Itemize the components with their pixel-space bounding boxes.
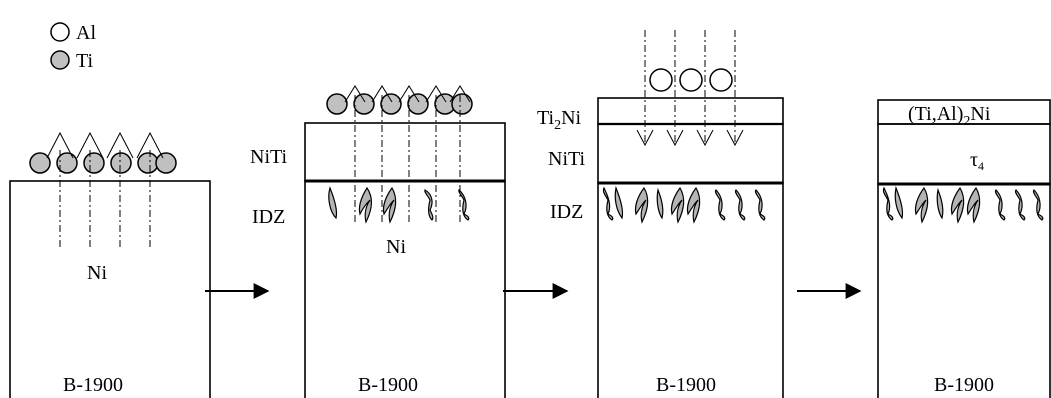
ti-atom-icon — [110, 152, 132, 174]
b1900-label: B-1900 — [63, 374, 123, 396]
ti-al-2ni-prefix: (Ti,Al) — [908, 103, 963, 125]
stage-3: Ti2Ni NiTi IDZ B-1900 — [537, 30, 784, 398]
ti-atom-icon — [380, 93, 402, 115]
ti2ni-layer-label: Ti2Ni — [537, 107, 582, 133]
diffusion-lines — [344, 85, 471, 222]
niti-layer-box — [304, 122, 506, 182]
tau4-prefix: τ — [970, 149, 978, 171]
al-atom-icon — [709, 68, 733, 92]
ti2ni-layer-box — [597, 97, 784, 125]
ti2ni-subscript: 2 — [554, 118, 561, 133]
b1900-label: B-1900 — [934, 374, 994, 396]
stage-4: (Ti,Al)2Ni τ4 B-1900 — [877, 99, 1051, 398]
diffusion-lines — [46, 131, 164, 250]
ti-al-2ni-layer-label: (Ti,Al)2Ni — [908, 103, 991, 129]
al-legend-label: Al — [76, 22, 96, 44]
ti2ni-prefix: Ti — [537, 107, 555, 129]
idz-label: IDZ — [550, 201, 583, 223]
al-atom-icon — [679, 68, 703, 92]
ti-atom-icon — [326, 93, 348, 115]
niti-layer-label: NiTi — [250, 146, 288, 168]
idz-precipitates — [882, 185, 1044, 224]
ti-atoms-row — [326, 93, 473, 115]
niti-layer-box — [597, 123, 784, 184]
ti-al-2ni-suffix: Ni — [970, 103, 990, 125]
ti-atoms-row — [29, 152, 177, 174]
ti-al-2ni-subscript: 2 — [963, 114, 970, 129]
ti-legend-icon — [50, 50, 70, 70]
ti-atom-icon — [83, 152, 105, 174]
ti-legend-label: Ti — [76, 50, 94, 72]
ti2ni-suffix: Ni — [561, 107, 581, 129]
idz-precipitates — [328, 186, 470, 224]
tau4-layer-box — [877, 123, 1051, 185]
ti-atom-icon — [137, 152, 159, 174]
substrate-box — [9, 180, 211, 398]
idz-label: IDZ — [252, 206, 285, 228]
b1900-label: B-1900 — [656, 374, 716, 396]
diffusion-lines — [636, 30, 744, 147]
legend: Al Ti — [50, 22, 96, 72]
ti-atom-icon — [451, 93, 473, 115]
idz-precipitates — [602, 185, 766, 224]
al-atoms-row — [649, 68, 733, 92]
niti-layer-label: NiTi — [548, 148, 586, 170]
al-atom-icon — [649, 68, 673, 92]
ti-al-2ni-layer-box — [877, 99, 1051, 125]
ni-substrate-label: Ni — [386, 236, 406, 258]
stage-2: NiTi IDZ Ni B-1900 — [250, 85, 506, 398]
ti-atom-icon — [155, 152, 177, 174]
b1900-label: B-1900 — [358, 374, 418, 396]
stage-1: Ni B-1900 — [9, 131, 211, 398]
ti-atom-icon — [353, 93, 375, 115]
substrate-box — [597, 182, 784, 398]
tau4-subscript: 4 — [978, 159, 984, 173]
ti-atom-icon — [56, 152, 78, 174]
ti-atom-icon — [29, 152, 51, 174]
al-legend-icon — [50, 22, 70, 42]
ti-atom-icon — [407, 93, 429, 115]
tau4-layer-label: τ4 — [970, 149, 984, 173]
ni-substrate-label: Ni — [87, 262, 107, 284]
